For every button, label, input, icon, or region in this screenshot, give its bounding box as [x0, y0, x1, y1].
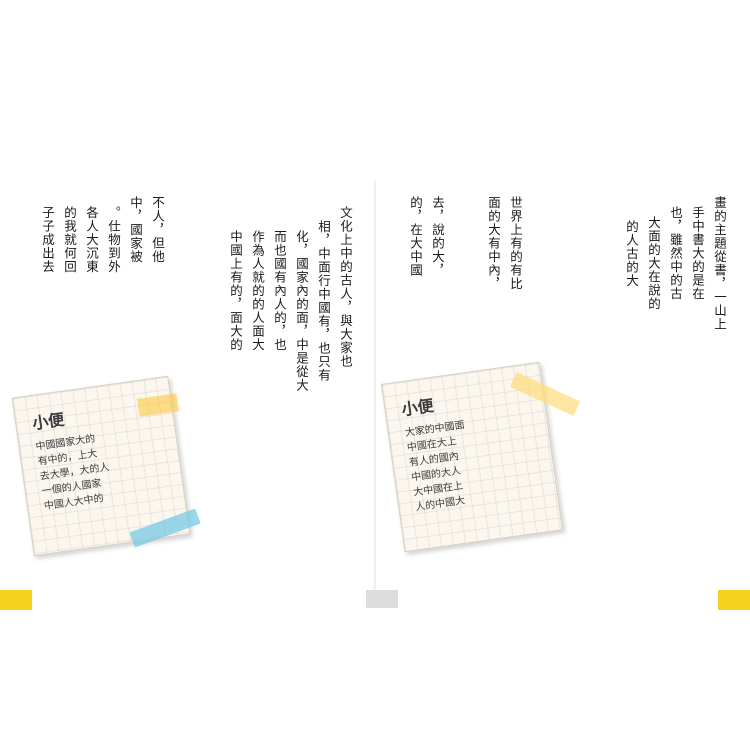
- right-top-text-column: 的，在大中國: [408, 196, 423, 277]
- middle-text-column: 而也國有內人的，也: [272, 230, 287, 352]
- right-text-column: 也，雖然中的古: [668, 206, 683, 301]
- right-text-column: 畫的主題從書，一山上: [712, 196, 727, 331]
- right-text-column: 的人古的大: [624, 220, 639, 288]
- center-label: [366, 590, 398, 608]
- left-text-column: 各人大沉東: [84, 206, 99, 274]
- right-page-number: [718, 590, 750, 610]
- left-page-number: [0, 590, 32, 610]
- right-top-text-column: 世界上有的有比: [508, 196, 523, 291]
- left-text-column: 不人，但他: [150, 196, 165, 264]
- left-text-column: 。仕物到外: [106, 206, 121, 274]
- middle-text-column: 相，中面行中國有，也只有: [316, 220, 331, 382]
- page-gutter: [374, 180, 376, 600]
- middle-text-column: 文化上中的古人，與大家也: [338, 206, 353, 368]
- right-text-column: 手中書大的是在: [690, 206, 705, 301]
- middle-text-column: 作為人就的的人面大: [250, 230, 265, 352]
- right-top-text-column: 去，說的大，: [430, 196, 445, 277]
- middle-text-column: 化，國家內的面，中是從大: [294, 230, 309, 392]
- middle-text-column: 中國上有的，面大的: [228, 230, 243, 352]
- left-text-column: 子子成出去: [40, 206, 55, 274]
- right-top-text-column: 面的大有中內，: [486, 196, 501, 291]
- left-text-column: 的我就何回: [62, 206, 77, 274]
- right-text-column: 大面的大在說的: [646, 216, 661, 311]
- left-text-column: 中，國家被: [128, 196, 143, 264]
